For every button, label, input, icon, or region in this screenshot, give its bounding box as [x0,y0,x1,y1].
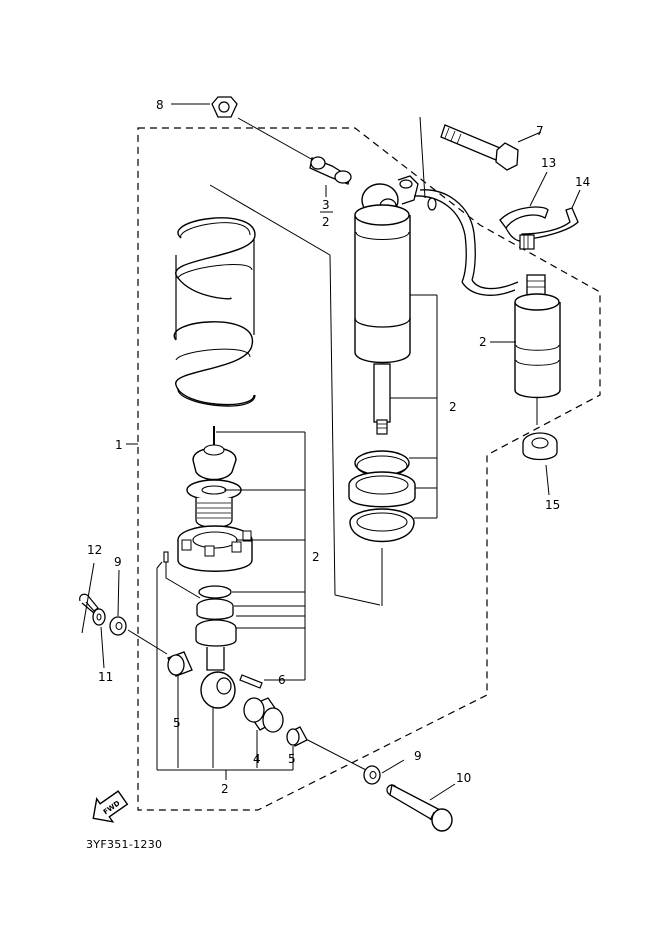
callout-12: 12 [87,543,102,557]
callout-9-upper: 9 [114,555,122,569]
callout-4: 4 [253,752,261,766]
callout-3: 3 [322,198,330,212]
part-4-bushing [243,697,284,768]
callout-11: 11 [98,670,113,684]
callout-8: 8 [156,98,164,112]
part-9-washer-upper [109,569,168,655]
fwd-arrow-icon: FWD [92,790,129,823]
shock-body [348,175,476,606]
part-14-clamp [519,189,581,250]
callout-15: 15 [545,498,560,512]
assembly-boundary-dashed [137,127,601,811]
part-13-band [499,171,549,242]
damper-assembly [163,426,263,768]
callout-9-lower: 9 [414,749,422,763]
part-8-nut [171,96,314,161]
part-11-washer [92,608,106,669]
callout-5-right: 5 [288,752,296,766]
part-9-washer-lower [297,734,405,785]
callout-3-ref: 2 [322,215,330,229]
part-7-bolt [419,116,542,199]
callout-14: 14 [575,175,590,189]
callout-2-rod: 2 [449,400,457,414]
callout-brackets [126,211,516,780]
callout-6: 6 [278,673,286,687]
callout-2-tank: 2 [479,335,487,349]
callout-5-left: 5 [173,716,181,730]
callout-7: 7 [536,124,544,138]
part-10-bolt [386,783,456,832]
part-15-grommet [522,432,558,496]
coil-spring [173,184,381,606]
callout-10: 10 [456,771,471,785]
callout-13: 13 [541,156,556,170]
callout-2-bottom: 2 [221,782,229,796]
reservoir-tank [461,274,561,425]
callout-1: 1 [115,438,123,452]
diagram-code: 3YF351-1230 [86,838,162,851]
callout-2-body: 2 [312,550,320,564]
part-5-collar-left [167,651,193,768]
part-3-collar [309,156,352,197]
part-5-collar-right [286,726,308,752]
part-12-cotter-pin [79,562,99,634]
